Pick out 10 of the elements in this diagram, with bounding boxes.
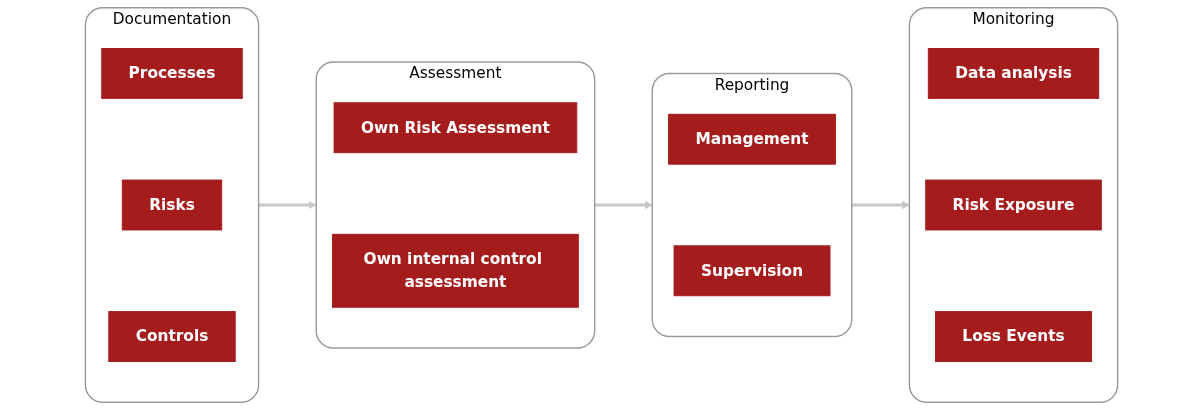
node-box: Controls <box>108 311 237 362</box>
node-box: Loss Events <box>935 311 1093 362</box>
node-box: Own internal control assessment <box>332 233 580 308</box>
node-box: Processes <box>101 48 244 99</box>
node-box: Management <box>668 113 837 165</box>
node-box: Risks <box>122 179 223 231</box>
node-box: Supervision <box>674 245 831 297</box>
node-box: Data analysis <box>928 48 1100 99</box>
node-box: Risk Exposure <box>925 179 1103 231</box>
node-box: Own Risk Assessment <box>334 102 578 154</box>
